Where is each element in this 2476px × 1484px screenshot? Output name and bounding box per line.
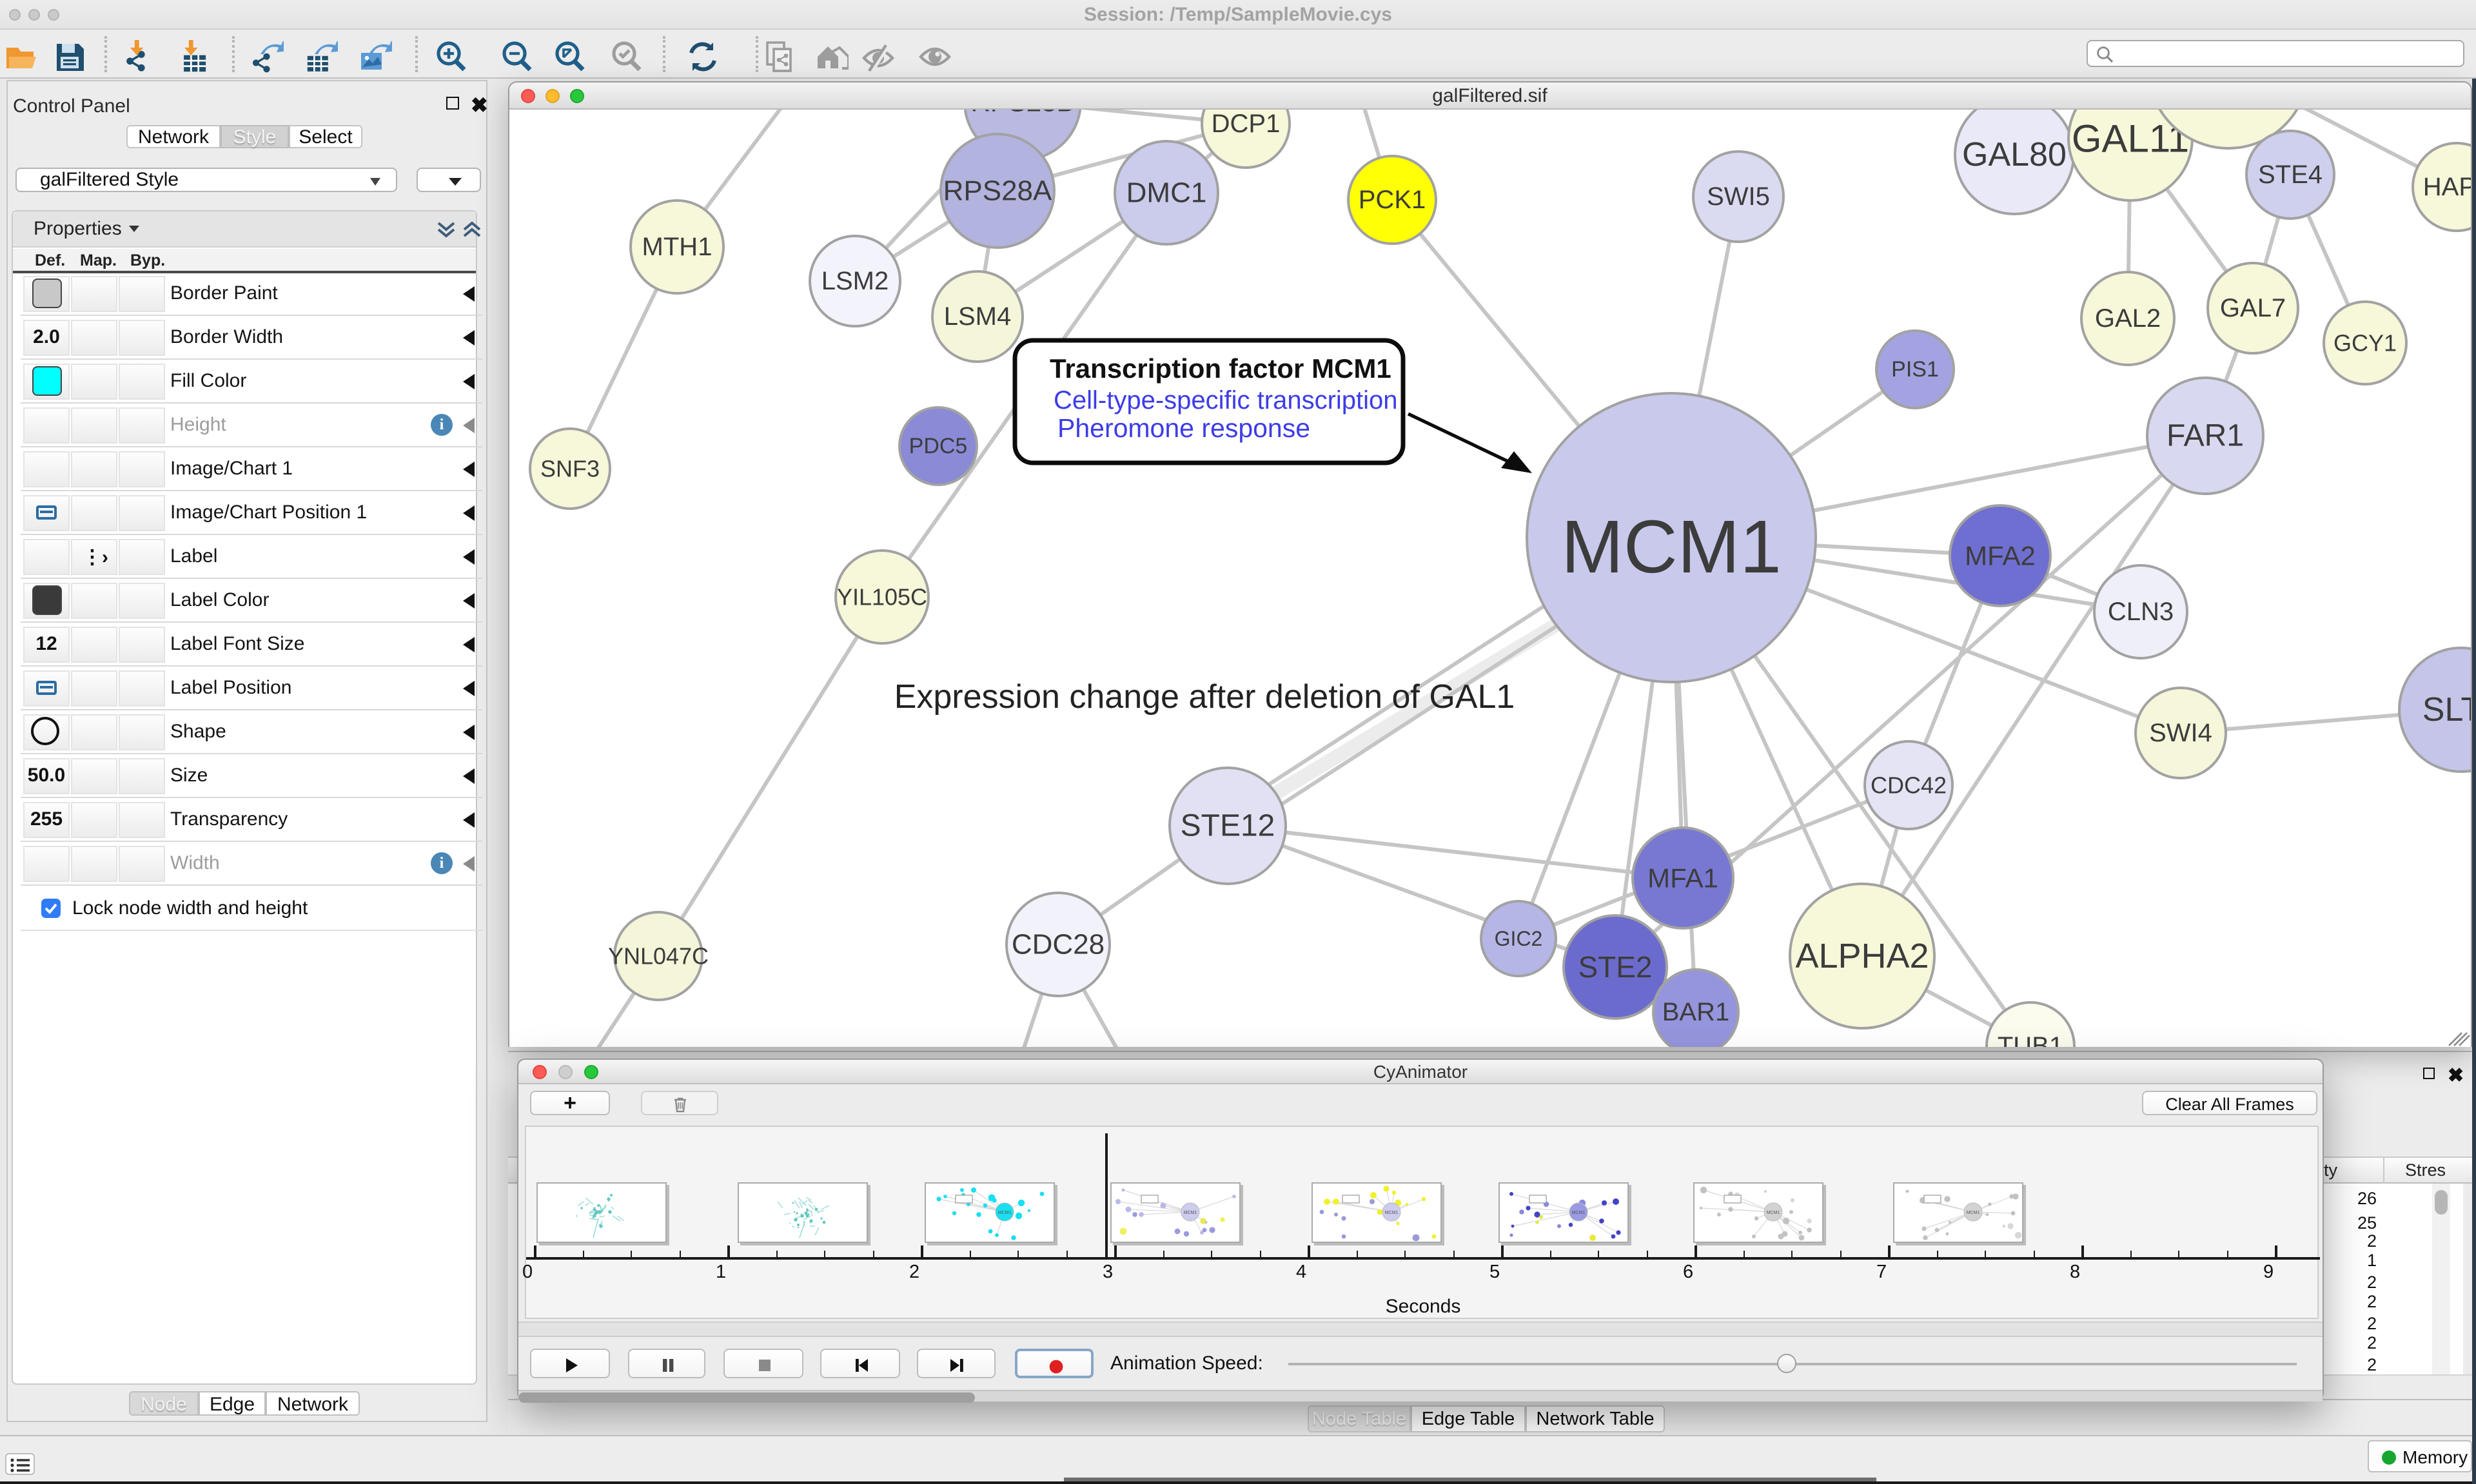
svg-text:SNF3: SNF3 (540, 455, 600, 482)
svg-text:MCM1: MCM1 (1967, 1211, 1980, 1215)
svg-text:MCM1: MCM1 (1767, 1211, 1780, 1215)
svg-text:MCM1: MCM1 (1184, 1211, 1197, 1215)
svg-text:PDC5: PDC5 (909, 433, 968, 458)
svg-text:GAL7: GAL7 (2220, 293, 2286, 322)
svg-text:MFA2: MFA2 (1965, 540, 2036, 571)
svg-text:GAL80: GAL80 (1962, 135, 2067, 173)
svg-text:MCM1: MCM1 (1572, 1211, 1586, 1215)
svg-text:RPS28A: RPS28A (943, 175, 1052, 206)
svg-text:BAR1: BAR1 (1662, 997, 1730, 1026)
svg-text:CDC28: CDC28 (1012, 928, 1105, 960)
svg-text:DMC1: DMC1 (1126, 177, 1207, 208)
svg-text:RPS28B: RPS28B (970, 109, 1074, 117)
svg-text:MFA1: MFA1 (1647, 863, 1718, 893)
svg-text:MTH1: MTH1 (642, 232, 712, 260)
svg-text:SWI5: SWI5 (1707, 182, 1770, 210)
svg-text:MCM1: MCM1 (1561, 504, 1782, 588)
svg-text:MCM1: MCM1 (998, 1211, 1012, 1215)
svg-text:PIS1: PIS1 (1891, 356, 1939, 381)
svg-text:TUB1: TUB1 (1998, 1031, 2063, 1046)
svg-text:LSM2: LSM2 (821, 266, 889, 295)
svg-text:GIC2: GIC2 (1495, 926, 1543, 950)
svg-text:SWI4: SWI4 (2149, 718, 2212, 747)
svg-text:YIL105C: YIL105C (837, 583, 927, 610)
svg-text:DCP1: DCP1 (1212, 109, 1281, 137)
svg-text:CLN3: CLN3 (2108, 597, 2174, 625)
svg-text:STE2: STE2 (1578, 950, 1652, 983)
svg-text:CDC42: CDC42 (1871, 772, 1947, 798)
svg-text:GCY1: GCY1 (2334, 329, 2397, 356)
svg-text:SLT2: SLT2 (2422, 690, 2470, 728)
svg-text:YNL047C: YNL047C (608, 942, 709, 969)
svg-text:HAP2: HAP2 (2423, 172, 2470, 200)
svg-text:Cell-type-specific transcripti: Cell-type-specific transcription (1054, 386, 1398, 414)
svg-text:STE12: STE12 (1181, 808, 1275, 843)
svg-text:Pheromone response: Pheromone response (1057, 413, 1310, 442)
svg-text:MCM1: MCM1 (1385, 1211, 1399, 1215)
svg-text:Transcription factor MCM1: Transcription factor MCM1 (1050, 353, 1391, 383)
svg-text:PCK1: PCK1 (1359, 185, 1426, 213)
svg-text:STE4: STE4 (2258, 160, 2323, 188)
svg-text:Expression change after deleti: Expression change after deletion of GAL1 (894, 678, 1515, 715)
svg-text:ALPHA2: ALPHA2 (1795, 936, 1929, 975)
svg-text:GAL2: GAL2 (2095, 304, 2161, 332)
svg-text:LSM4: LSM4 (944, 302, 1012, 330)
svg-text:FAR1: FAR1 (2166, 418, 2244, 453)
